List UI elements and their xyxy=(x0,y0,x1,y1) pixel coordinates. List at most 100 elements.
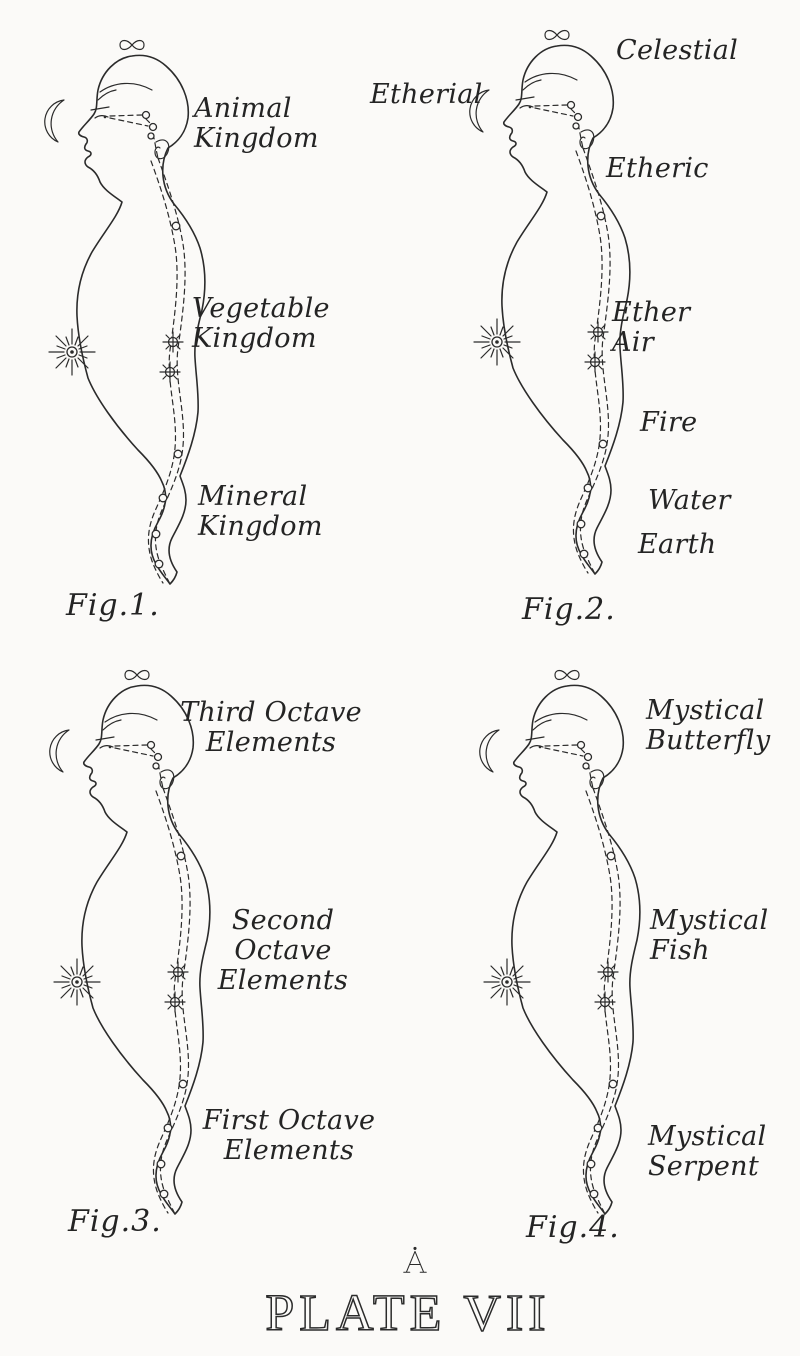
chakra-node xyxy=(598,439,608,449)
label-second-octave-elements: Second Octave Elements xyxy=(217,905,349,997)
label-earth: Earth xyxy=(638,529,717,560)
figure-3-caption: Fig.3. xyxy=(68,1204,162,1239)
chakra-node xyxy=(159,1189,169,1199)
ear xyxy=(154,139,170,160)
head-node xyxy=(583,752,593,762)
label-vegetable-kingdom: Vegetable Kingdom xyxy=(192,293,330,355)
plate-title: PLATE VII xyxy=(238,1280,578,1350)
label-celestial: Celestial xyxy=(616,35,739,66)
plate-title-text: PLATE VII xyxy=(265,1285,550,1342)
label-fire: Fire xyxy=(640,407,698,438)
infinity-icon xyxy=(544,29,570,41)
crossed-chakra-node xyxy=(587,321,609,343)
figure-2-caption: Fig.2. xyxy=(522,592,616,627)
chakra-node xyxy=(593,1123,603,1133)
heart-star-icon xyxy=(48,328,96,376)
eye xyxy=(90,106,110,119)
body-figure-svg xyxy=(479,669,641,1215)
crescent-moon-icon xyxy=(44,99,65,143)
body-figure-svg xyxy=(49,669,211,1215)
spine-nodes xyxy=(151,221,184,569)
body-outline xyxy=(511,684,641,1215)
monogram-icon xyxy=(402,1244,428,1278)
eye xyxy=(95,736,115,749)
head-node xyxy=(153,752,163,762)
label-etherial: Etherial xyxy=(370,79,483,110)
chakra-node xyxy=(171,221,181,231)
label-mineral-kingdom: Mineral Kingdom xyxy=(198,481,323,543)
body-outline xyxy=(76,54,206,585)
label-mystical-serpent: Mystical Serpent xyxy=(648,1121,767,1183)
head-node xyxy=(582,762,590,770)
chakra-node xyxy=(173,449,183,459)
spine-channel xyxy=(582,787,621,1214)
chakra-node xyxy=(589,1189,599,1199)
crossed-chakra-node xyxy=(594,991,616,1013)
infinity-icon xyxy=(554,669,580,681)
ear xyxy=(579,129,595,150)
chakra-node xyxy=(596,211,606,221)
sight-lines xyxy=(544,740,594,789)
heart-star-icon xyxy=(53,958,101,1006)
crescent-moon-icon xyxy=(49,729,70,773)
head-cap-lines xyxy=(532,712,588,731)
crossed-chakra-node xyxy=(162,331,184,353)
ear xyxy=(159,769,175,790)
crescent-moon-icon xyxy=(479,729,500,773)
chakra-node xyxy=(156,1159,166,1169)
chakra-node xyxy=(583,483,593,493)
eye xyxy=(525,736,545,749)
head-node xyxy=(148,122,158,132)
head-cap-lines xyxy=(102,712,158,731)
head-node xyxy=(576,740,586,750)
head-node xyxy=(146,740,156,750)
spine-nodes xyxy=(576,211,609,559)
figure-1-drawing xyxy=(20,30,260,590)
head-cap-lines xyxy=(522,72,578,91)
spine-channel xyxy=(147,157,186,584)
crescent-moon-icon xyxy=(469,89,490,133)
figure-4-caption: Fig.4. xyxy=(526,1210,620,1245)
figure-2-drawing xyxy=(445,20,685,580)
chakra-node xyxy=(151,529,161,539)
crossed-chakra-node xyxy=(159,361,181,383)
chakra-node xyxy=(586,1159,596,1169)
sight-lines xyxy=(109,110,159,159)
ear xyxy=(589,769,605,790)
chakra-node xyxy=(158,493,168,503)
body-figure-svg xyxy=(44,39,206,585)
figure-1-caption: Fig.1. xyxy=(66,588,160,623)
chakra-node xyxy=(579,549,589,559)
chakra-node xyxy=(576,519,586,529)
crossed-chakra-node xyxy=(164,991,186,1013)
label-etheric: Etheric xyxy=(606,153,709,184)
label-mystical-fish: Mystical Fish xyxy=(650,905,769,967)
spine-nodes xyxy=(156,851,189,1199)
label-animal-kingdom: Animal Kingdom xyxy=(194,93,319,155)
crossed-chakra-node xyxy=(167,961,189,983)
chakra-node xyxy=(154,559,164,569)
chakra-node xyxy=(163,1123,173,1133)
label-water: Water xyxy=(648,485,731,516)
infinity-icon xyxy=(124,669,150,681)
label-mystical-butterfly: Mystical Butterfly xyxy=(646,695,771,757)
head-node xyxy=(572,122,580,130)
chakra-node xyxy=(176,851,186,861)
body-figure-svg xyxy=(469,29,631,575)
sight-lines xyxy=(114,740,164,789)
spine-channel xyxy=(572,147,611,574)
label-third-octave-elements: Third Octave Elements xyxy=(180,697,362,759)
label-ether-air: Ether Air xyxy=(612,297,691,359)
chakra-node xyxy=(608,1079,618,1089)
eye xyxy=(515,96,535,109)
figure-4-drawing xyxy=(455,660,695,1220)
head-node xyxy=(152,762,160,770)
chakra-node xyxy=(178,1079,188,1089)
head-node xyxy=(566,100,576,110)
spine-nodes xyxy=(586,851,619,1199)
label-first-octave-elements: First Octave Elements xyxy=(202,1105,376,1167)
heart-star-icon xyxy=(473,318,521,366)
crossed-chakra-node xyxy=(584,351,606,373)
chakra-node xyxy=(606,851,616,861)
